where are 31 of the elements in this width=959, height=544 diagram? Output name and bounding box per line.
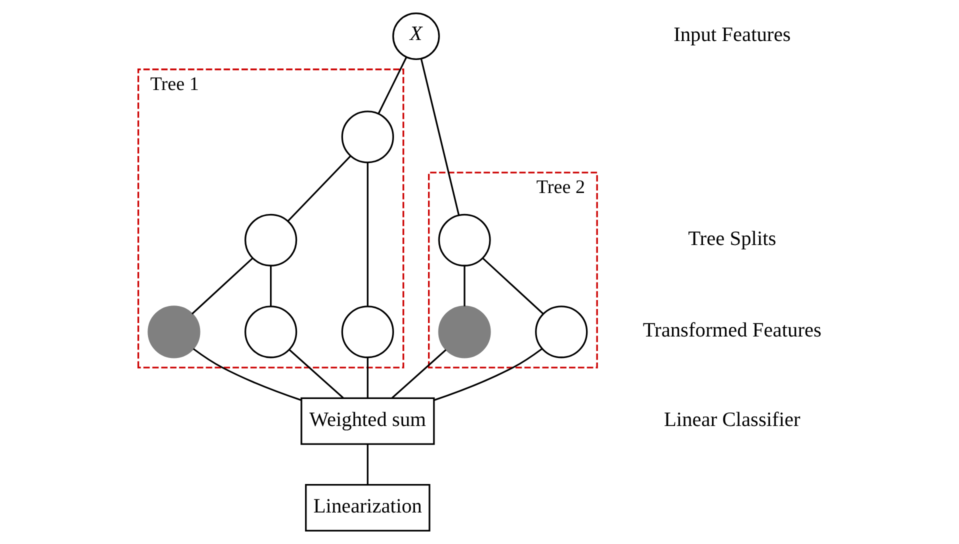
connector: [378, 57, 408, 114]
connector: [482, 258, 544, 315]
label: Tree Splits: [688, 228, 776, 250]
connector: [270, 266, 272, 306]
connector: [192, 258, 254, 315]
connector: [434, 348, 542, 401]
label: Input Features: [674, 24, 791, 46]
label: Linear Classifier: [664, 408, 800, 431]
label: Transformed Features: [642, 320, 822, 342]
node-circle: [341, 306, 394, 358]
node-circle: [244, 214, 298, 266]
connector: [464, 266, 466, 306]
connector: [287, 156, 351, 222]
node-circle: [148, 306, 200, 358]
node-circle: [438, 306, 491, 358]
connector: [392, 349, 446, 399]
node-box: Weighted sum: [300, 397, 435, 445]
connector: [288, 349, 344, 399]
node-circle: [438, 214, 491, 266]
node-circle: X: [392, 12, 440, 60]
connector: [366, 358, 368, 398]
connector: [420, 58, 460, 216]
cluster: Tree 2: [428, 172, 598, 368]
cluster: Tree 1: [137, 68, 404, 368]
connector: [366, 444, 368, 484]
node-circle: [341, 110, 394, 164]
node-circle: [244, 306, 298, 358]
connector: [366, 162, 368, 306]
node-box: Linearization: [305, 484, 430, 532]
connector: [192, 348, 302, 401]
node-circle: [535, 306, 588, 358]
